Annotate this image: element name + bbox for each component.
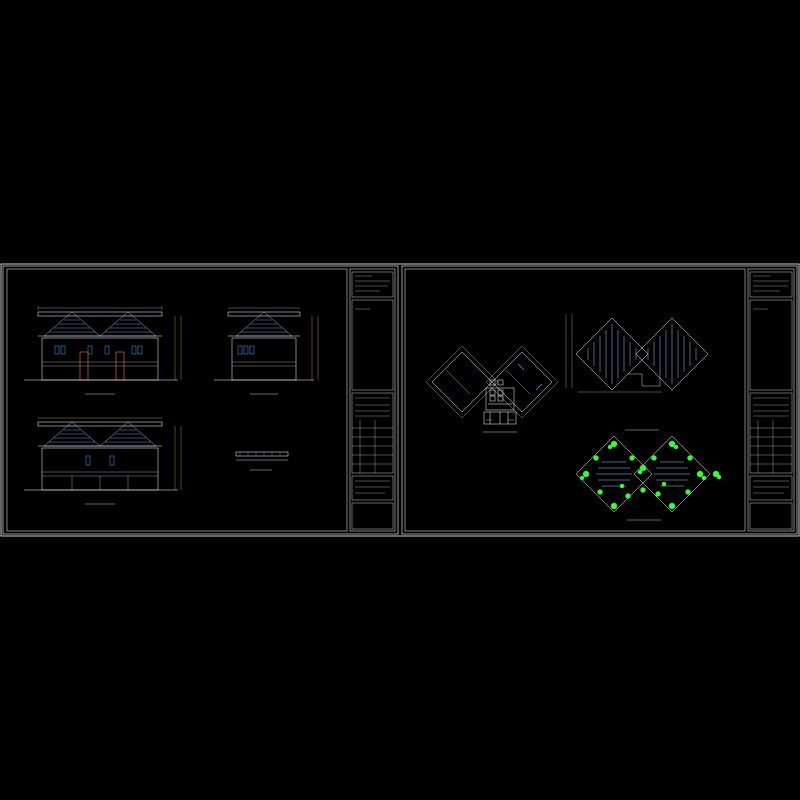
tree-group <box>579 440 722 510</box>
sheet-2-title-block[interactable] <box>747 268 795 532</box>
roof-hatch <box>49 315 151 333</box>
roof-plan[interactable] <box>565 314 709 431</box>
window-group <box>54 345 143 355</box>
sheet-2-frame <box>401 265 798 535</box>
rear-elevation[interactable] <box>24 417 182 505</box>
sheet-2-drawing-area <box>404 268 746 532</box>
side-elevation[interactable] <box>214 307 319 395</box>
sheet-elevations[interactable] <box>2 265 399 535</box>
sheet-1-title-block[interactable] <box>349 268 396 532</box>
section-detail[interactable] <box>235 451 289 471</box>
sheet-1-drawing-area <box>6 268 348 532</box>
sheet-plans[interactable] <box>401 265 798 535</box>
front-elevation[interactable] <box>24 306 182 395</box>
floor-plan[interactable] <box>425 345 559 433</box>
sheet-1-frame <box>2 265 399 535</box>
outer-border <box>0 263 800 537</box>
landscape-plan[interactable] <box>575 435 722 521</box>
